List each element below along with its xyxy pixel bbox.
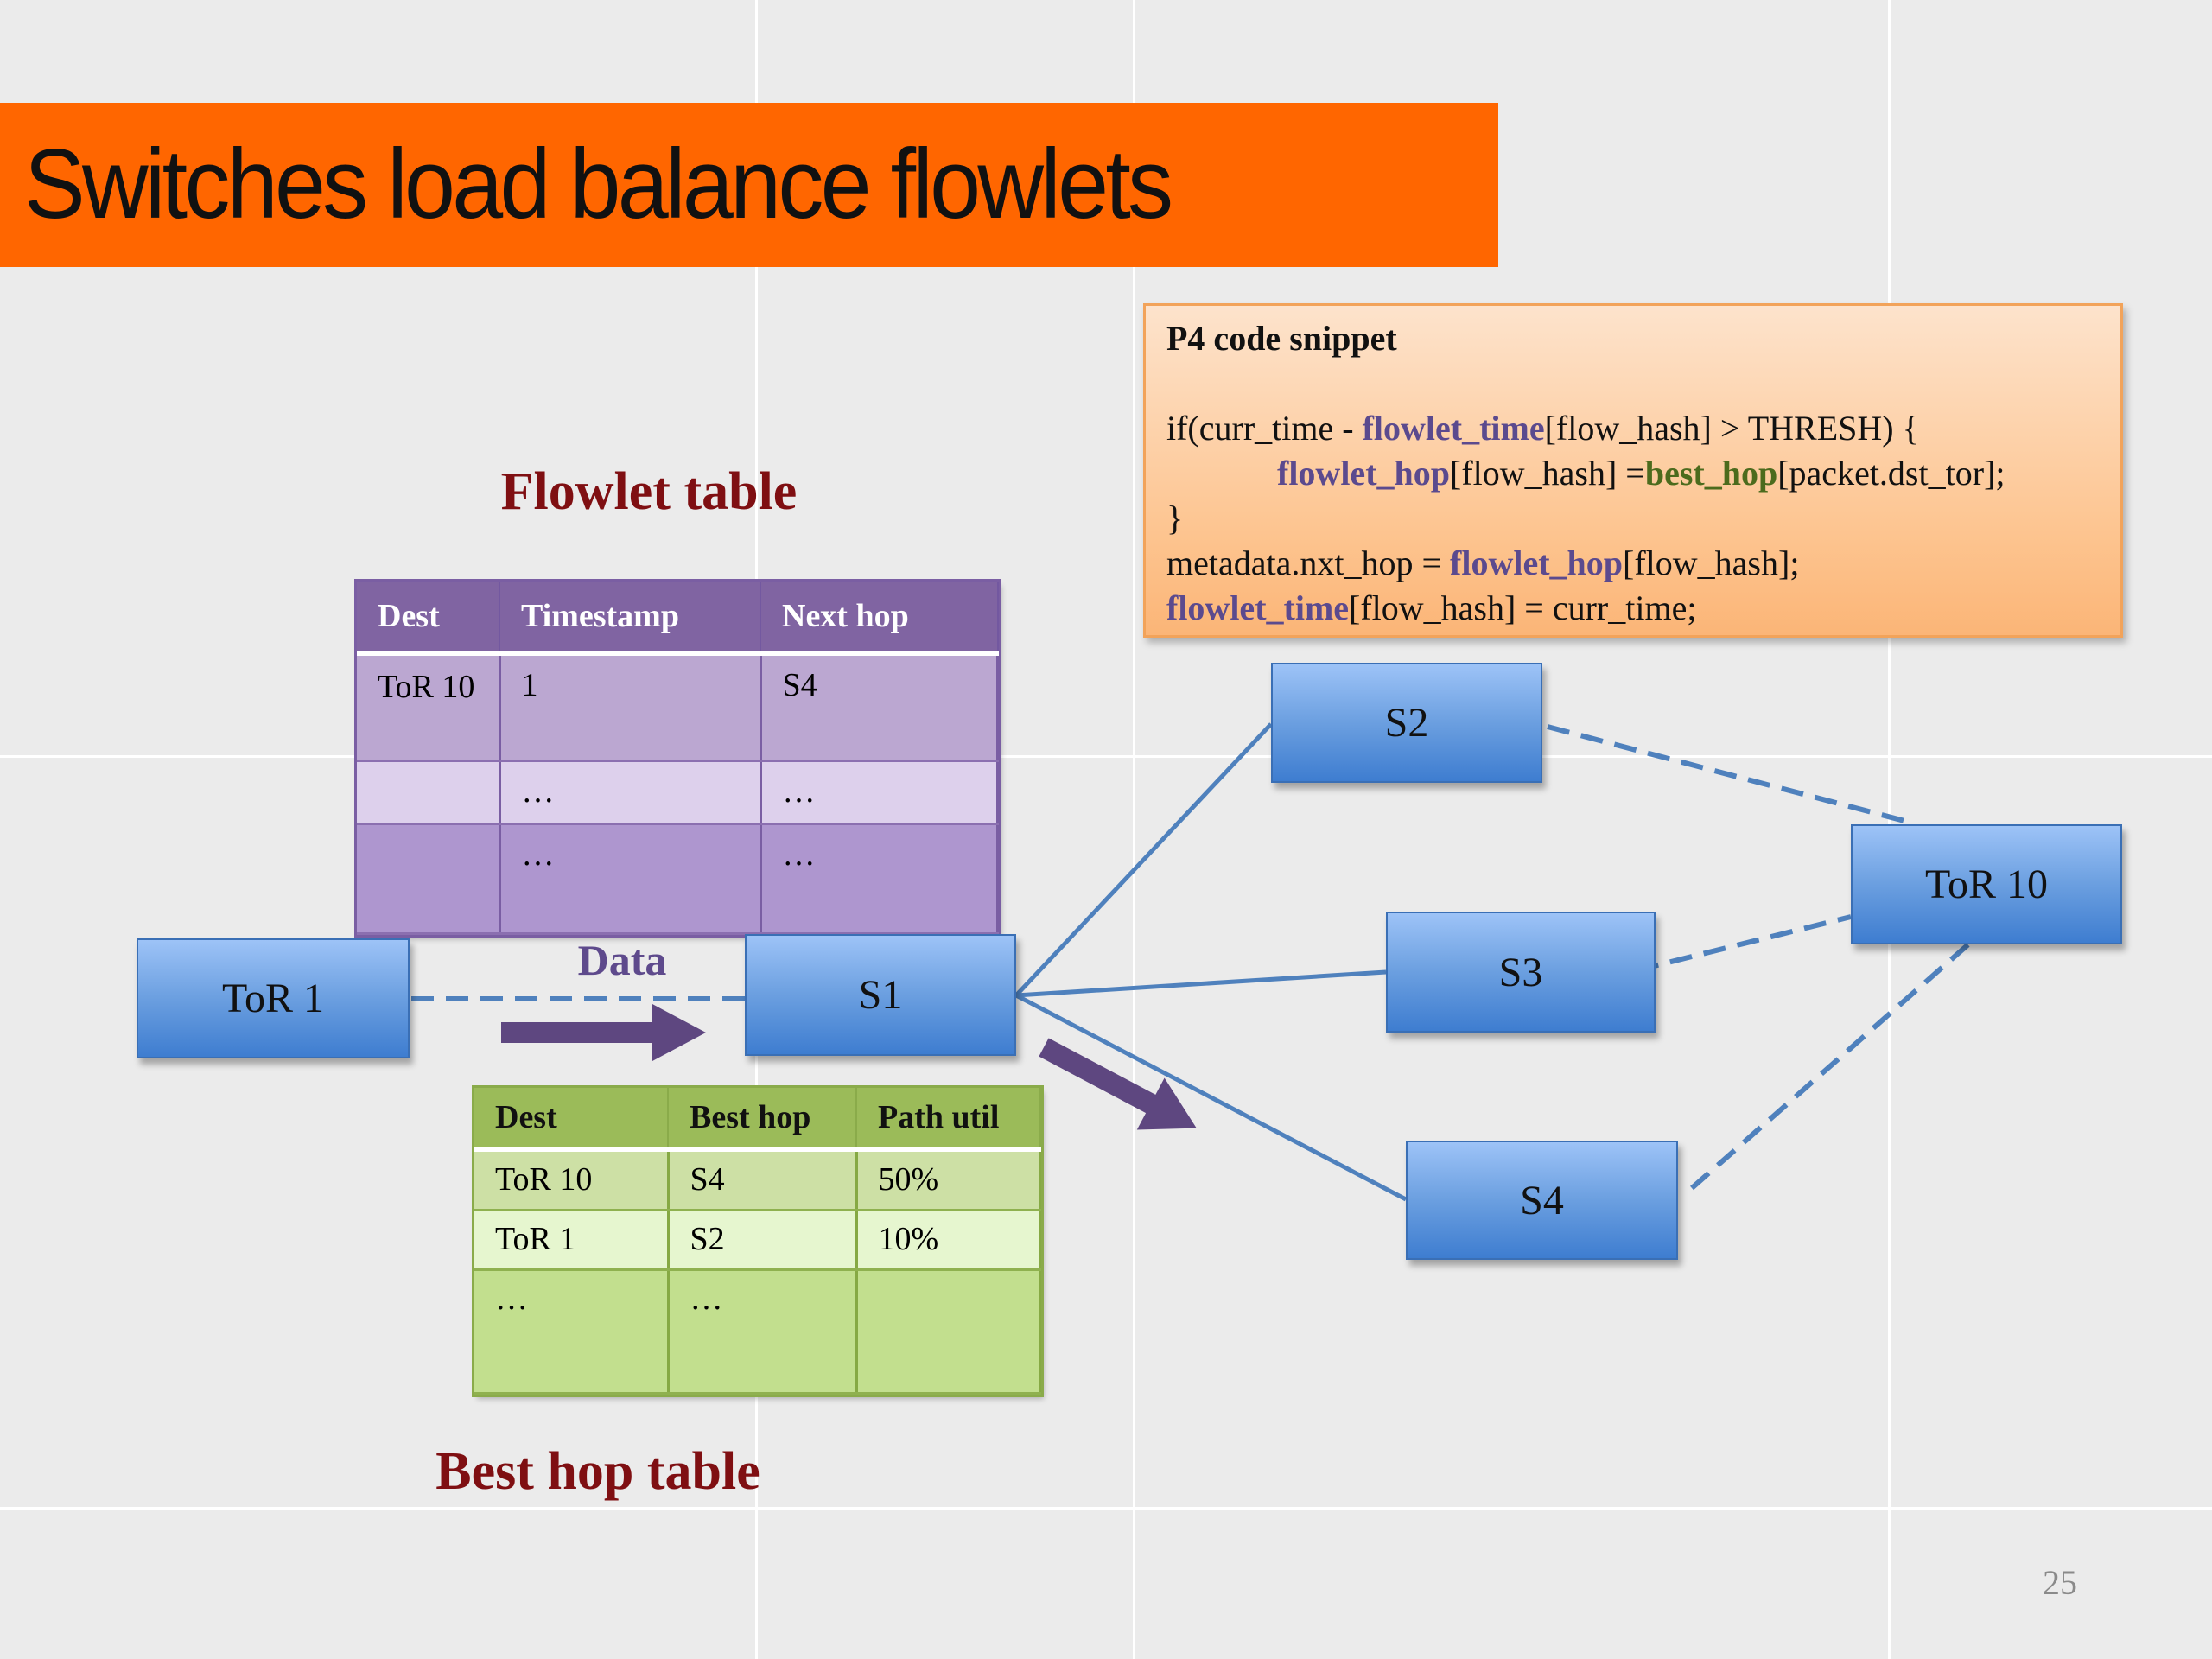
cell-best-hop: S4: [668, 1149, 858, 1211]
node-tor10[interactable]: ToR 10: [1851, 824, 2122, 944]
best-hop-table: Dest Best hop Path util ToR 10 S4 50% To…: [472, 1085, 1044, 1397]
grid-line: [0, 755, 2212, 758]
header-next-hop: Next hop: [760, 582, 999, 656]
table-row: ToR 10 1 S4: [357, 653, 999, 762]
table-row: ToR 1 S2 10%: [474, 1210, 1041, 1271]
table-row: … …: [474, 1269, 1041, 1395]
code-text: [packet.dst_tor];: [1777, 454, 2005, 493]
header-dest: Dest: [474, 1088, 669, 1152]
code-text: }: [1166, 499, 1184, 537]
node-tor1[interactable]: ToR 1: [137, 938, 410, 1058]
cell-path-util: [856, 1269, 1041, 1395]
code-identifier: flowlet_hop: [1277, 454, 1450, 493]
data-flow-arrow-diagonal: [1039, 1038, 1197, 1130]
node-s3[interactable]: S3: [1386, 912, 1656, 1033]
cell-dest: ToR 10: [474, 1149, 670, 1211]
slide-title: Switches load balance flowlets: [24, 130, 1173, 239]
cell-best-hop: …: [668, 1269, 858, 1395]
link-s2-tor10: [1547, 724, 1905, 823]
code-line: flowlet_hop[flow_hash] =best_hop[packet.…: [1166, 451, 2100, 496]
header-dest: Dest: [357, 582, 500, 656]
code-line: flowlet_time[flow_hash] = curr_time;: [1166, 586, 2100, 631]
grid-line: [0, 1507, 2212, 1510]
data-flow-arrow-right: [501, 1004, 706, 1061]
code-text: [flow_hash] = curr_time;: [1349, 588, 1697, 627]
best-hop-table-label: Best hop table: [435, 1442, 760, 1501]
code-line: metadata.nxt_hop = flowlet_hop[flow_hash…: [1166, 541, 2100, 586]
flowlet-table-label: Flowlet table: [500, 462, 798, 521]
link-s1-s3: [1015, 969, 1387, 998]
header-best-hop: Best hop: [668, 1088, 857, 1152]
code-identifier: flowlet_time: [1362, 409, 1545, 448]
page-number: 25: [2043, 1563, 2077, 1602]
node-s1[interactable]: S1: [745, 934, 1016, 1056]
code-identifier: best_hop: [1644, 454, 1778, 493]
title-bar: Switches load balance flowlets: [0, 103, 1498, 267]
cell-timestamp: 1: [499, 653, 762, 762]
best-hop-table-header: Dest Best hop Path util: [474, 1088, 1041, 1152]
cell-next-hop: S4: [760, 653, 999, 762]
code-line: }: [1166, 496, 2100, 541]
table-row: … …: [357, 760, 999, 825]
cell-dest: ToR 10: [357, 653, 501, 762]
link-s3-tor10: [1636, 914, 1852, 973]
header-timestamp: Timestamp: [499, 582, 761, 656]
code-lines: if(curr_time - flowlet_time[flow_hash] >…: [1166, 406, 2100, 631]
data-label: Data: [577, 936, 667, 984]
link-s1-s2: [1014, 722, 1273, 997]
link-s1-s4: [1014, 993, 1408, 1202]
cell-dest: …: [474, 1269, 670, 1395]
code-text: [flow_hash] > THRESH) {: [1544, 409, 1919, 448]
table-row: … …: [357, 823, 999, 935]
flowlet-table: Dest Timestamp Next hop ToR 10 1 S4 … … …: [354, 579, 1001, 938]
cell-dest: ToR 1: [474, 1210, 670, 1271]
header-path-util: Path util: [856, 1088, 1041, 1152]
code-snippet-box: P4 code snippet if(curr_time - flowlet_t…: [1143, 303, 2123, 638]
cell-next-hop: …: [760, 760, 999, 825]
cell-dest: [357, 823, 501, 935]
code-text: [flow_hash];: [1623, 543, 1800, 582]
grid-line: [1133, 0, 1135, 1659]
cell-dest: [357, 760, 501, 825]
cell-timestamp: …: [499, 823, 762, 935]
code-identifier: flowlet_hop: [1450, 543, 1624, 582]
table-row: ToR 10 S4 50%: [474, 1149, 1041, 1211]
node-s2[interactable]: S2: [1271, 663, 1542, 783]
code-identifier: flowlet_time: [1166, 588, 1350, 627]
code-text: if(curr_time -: [1166, 409, 1363, 448]
cell-best-hop: S2: [668, 1210, 858, 1271]
code-line: if(curr_time - flowlet_time[flow_hash] >…: [1166, 406, 2100, 451]
cell-path-util: 10%: [856, 1210, 1041, 1271]
flowlet-table-header: Dest Timestamp Next hop: [357, 582, 999, 656]
link-s4-tor10: [1690, 942, 1970, 1191]
code-text: metadata.nxt_hop =: [1166, 543, 1451, 582]
cell-next-hop: …: [760, 823, 999, 935]
cell-timestamp: …: [499, 760, 762, 825]
code-text: [flow_hash] =: [1450, 454, 1645, 493]
cell-path-util: 50%: [856, 1149, 1041, 1211]
node-s4[interactable]: S4: [1406, 1141, 1678, 1260]
code-snippet-heading: P4 code snippet: [1166, 319, 1397, 358]
